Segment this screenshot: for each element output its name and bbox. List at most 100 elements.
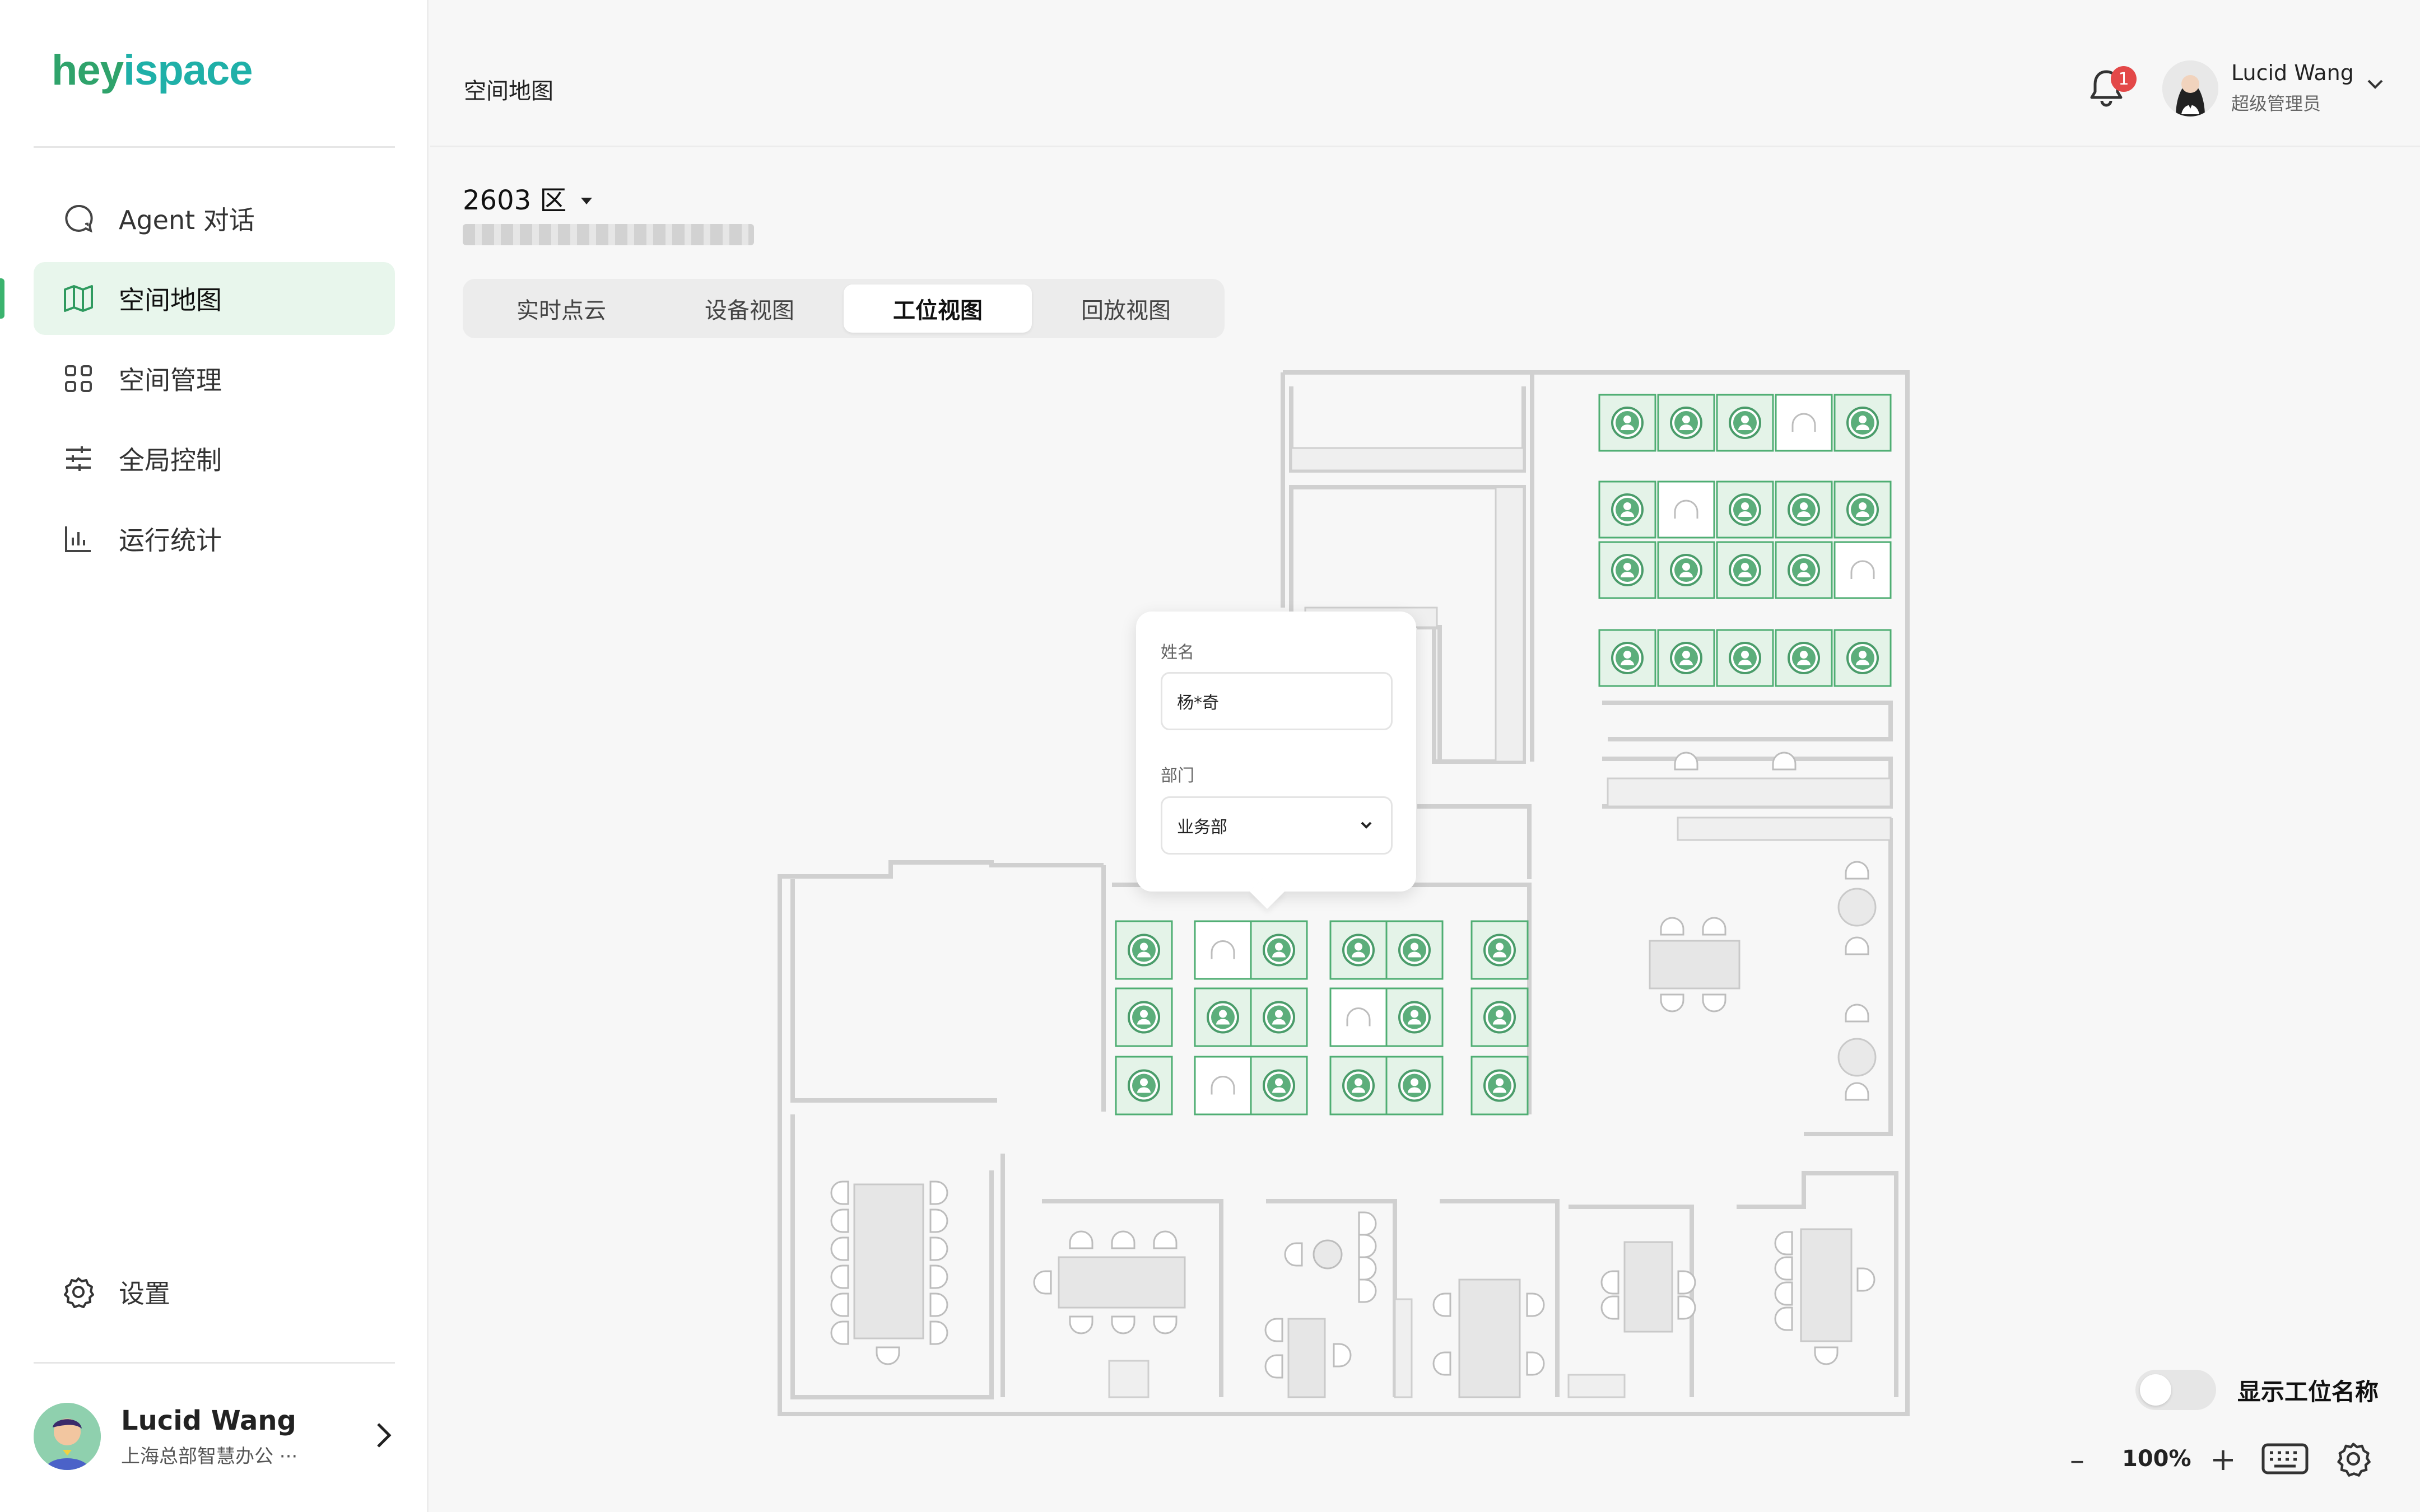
show-desk-names-toggle[interactable] <box>2135 1370 2216 1410</box>
sidebar-item-space-map[interactable]: 空间地图 <box>34 262 395 335</box>
tab-workstation-view[interactable]: 工位视图 <box>844 284 1032 333</box>
zoom-in-button[interactable]: + <box>2210 1441 2236 1478</box>
person-icon <box>1263 934 1295 967</box>
map-settings-gear-icon[interactable] <box>2335 1440 2372 1480</box>
round-table <box>1837 888 1877 927</box>
sidebar-item-global-control[interactable]: 全局控制 <box>34 422 395 495</box>
desk-occupied[interactable] <box>1716 541 1774 599</box>
desk-occupied[interactable] <box>1250 987 1308 1047</box>
desk-occupied[interactable] <box>1598 541 1656 599</box>
meeting-tables <box>853 940 1853 1398</box>
tab-realtime-pointcloud[interactable]: 实时点云 <box>516 298 606 324</box>
desk-occupied[interactable] <box>1470 987 1529 1047</box>
sidebar-item-space-management[interactable]: 空间管理 <box>34 342 395 415</box>
desk-empty[interactable] <box>1329 987 1388 1047</box>
zone-selector[interactable]: 2603 区 <box>463 178 594 217</box>
settings-button[interactable]: 设置 <box>34 1256 395 1328</box>
desk-occupied[interactable] <box>1775 541 1833 599</box>
person-icon <box>1263 1001 1295 1034</box>
chair-icon <box>1526 1292 1545 1317</box>
desk-occupied[interactable] <box>1470 920 1529 980</box>
desk-occupied[interactable] <box>1598 480 1656 539</box>
round-table <box>1837 1038 1877 1077</box>
sidebar-item-label: 运行统计 <box>119 525 222 556</box>
desk-occupied[interactable] <box>1657 394 1715 452</box>
chair-icon <box>1358 1256 1377 1281</box>
chairs <box>830 752 1877 1379</box>
desk-occupied[interactable] <box>1115 987 1173 1047</box>
desk-occupied[interactable] <box>1329 1056 1388 1116</box>
chevron-right-icon[interactable] <box>373 1418 395 1454</box>
desk-cluster-north[interactable] <box>1598 394 1892 687</box>
desk-occupied[interactable] <box>1329 920 1388 980</box>
desk-occupied[interactable] <box>1598 629 1656 687</box>
desk-occupied[interactable] <box>1250 1056 1308 1116</box>
empty-chair-icon <box>1791 413 1816 432</box>
header-user-name[interactable]: Lucid Wang <box>2231 60 2354 85</box>
desk-occupied[interactable] <box>1775 629 1833 687</box>
desk-empty[interactable] <box>1194 920 1252 980</box>
desk-occupied[interactable] <box>1115 920 1173 980</box>
desk-occupied[interactable] <box>1250 920 1308 980</box>
desk-empty[interactable] <box>1775 394 1833 452</box>
floor-plan[interactable] <box>773 370 1916 1422</box>
sidebar-item-statistics[interactable]: 运行统计 <box>34 502 395 575</box>
desk-occupied[interactable] <box>1598 394 1656 452</box>
chair-icon <box>1677 1295 1696 1320</box>
chair-icon <box>1814 1346 1839 1365</box>
name-field[interactable]: 杨*奇 <box>1161 672 1393 730</box>
sidebar-item-label: 空间管理 <box>119 365 222 395</box>
keyboard-icon[interactable] <box>2261 1441 2309 1478</box>
chair-icon <box>1284 1242 1303 1267</box>
desk-occupied[interactable] <box>1716 629 1774 687</box>
desk-cluster-center[interactable] <box>1115 920 1529 1116</box>
tab-device-view[interactable]: 设备视图 <box>705 298 794 324</box>
desk-occupied[interactable] <box>1385 920 1444 980</box>
zoom-level: 100% <box>2122 1446 2191 1472</box>
desk-empty[interactable] <box>1194 1056 1252 1116</box>
department-label: 部门 <box>1161 766 1194 786</box>
user-card[interactable]: Lucid Wang 上海总部智慧办公 ··· <box>34 1389 395 1484</box>
person-icon <box>1483 1069 1516 1102</box>
chair-icon <box>1845 1082 1869 1101</box>
department-select[interactable]: 业务部 <box>1161 796 1393 855</box>
header-avatar[interactable] <box>2162 60 2218 116</box>
desk-occupied[interactable] <box>1385 987 1444 1047</box>
sidebar-item-agent[interactable]: Agent 对话 <box>34 182 395 255</box>
desk-occupied[interactable] <box>1115 1056 1173 1116</box>
desk-occupied[interactable] <box>1775 480 1833 539</box>
wall-panels <box>1108 447 1892 1398</box>
person-icon <box>1128 934 1160 967</box>
desk-occupied[interactable] <box>1833 394 1892 452</box>
desk-occupied[interactable] <box>1716 394 1774 452</box>
desk-occupied[interactable] <box>1470 1056 1529 1116</box>
app-logo[interactable]: heyispace <box>52 46 253 95</box>
person-icon <box>1788 493 1820 526</box>
empty-chair-icon <box>1674 500 1698 519</box>
chair-icon <box>1526 1351 1545 1376</box>
chair-icon <box>1358 1278 1377 1303</box>
tab-playback-view[interactable]: 回放视图 <box>1081 298 1171 324</box>
chair-icon <box>1774 1231 1793 1256</box>
chair-icon <box>929 1236 948 1261</box>
desk-occupied[interactable] <box>1657 541 1715 599</box>
sidebar-divider <box>34 146 395 148</box>
person-icon <box>1611 554 1644 586</box>
desk-occupied[interactable] <box>1194 987 1252 1047</box>
desk-occupied[interactable] <box>1716 480 1774 539</box>
chair-icon <box>1702 993 1726 1012</box>
desk-occupied[interactable] <box>1833 480 1892 539</box>
desk-occupied[interactable] <box>1385 1056 1444 1116</box>
chair-icon <box>1774 1306 1793 1331</box>
desk-occupied[interactable] <box>1833 629 1892 687</box>
map-icon <box>61 281 96 316</box>
desk-occupied[interactable] <box>1657 629 1715 687</box>
zoom-out-button[interactable]: – <box>2070 1444 2084 1477</box>
chair-icon <box>1660 993 1684 1012</box>
desk-empty[interactable] <box>1657 480 1715 539</box>
chevron-down-icon[interactable] <box>2365 77 2385 93</box>
person-icon <box>1483 934 1516 967</box>
chair-icon <box>1358 1234 1377 1258</box>
desk-empty[interactable] <box>1833 541 1892 599</box>
toggle-knob <box>2140 1374 2171 1406</box>
